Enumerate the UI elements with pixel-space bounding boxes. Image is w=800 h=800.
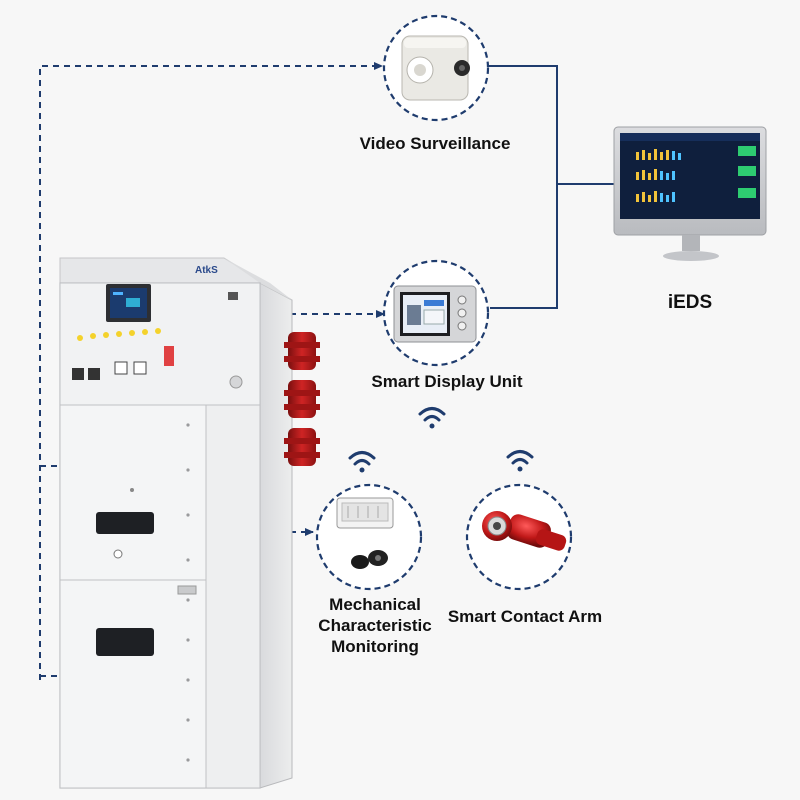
camera-icon — [401, 35, 470, 101]
monitor-icon — [613, 126, 767, 261]
ieds-monitor — [613, 126, 767, 261]
ieds-links — [488, 65, 614, 309]
mechanical-label-line1: Mechanical — [329, 595, 421, 614]
ieds-label: iEDS — [667, 292, 713, 313]
indicator-lights — [77, 328, 161, 341]
video-surveillance-node — [382, 14, 490, 122]
wifi-signal-icon — [506, 450, 534, 472]
connector-to-video — [39, 62, 383, 680]
switchgear-cabinet: AtkS — [59, 257, 320, 789]
wifi-signal-icon — [348, 451, 376, 473]
cabinet-brand-text: AtkS — [195, 265, 218, 276]
mechanical-label-line2: Characteristic — [318, 616, 432, 635]
wifi-signal-icon — [418, 407, 446, 429]
mechanical-monitoring-node — [315, 483, 423, 591]
contact-arm-icon — [482, 511, 567, 551]
contact-arm-node — [465, 483, 573, 591]
touch-panel-icon — [393, 285, 477, 343]
sensor-module-icon — [336, 497, 394, 569]
video-surveillance-label: Video Surveillance — [359, 134, 511, 153]
mechanical-label-line3: Monitoring — [331, 637, 419, 656]
mechanical-monitoring-label: Mechanical Characteristic Monitoring — [300, 594, 450, 657]
smart-display-node — [382, 259, 490, 367]
red-insulators — [284, 332, 320, 466]
smart-display-unit-label: Smart Display Unit — [371, 372, 523, 391]
smart-contact-arm-label: Smart Contact Arm — [447, 607, 603, 626]
